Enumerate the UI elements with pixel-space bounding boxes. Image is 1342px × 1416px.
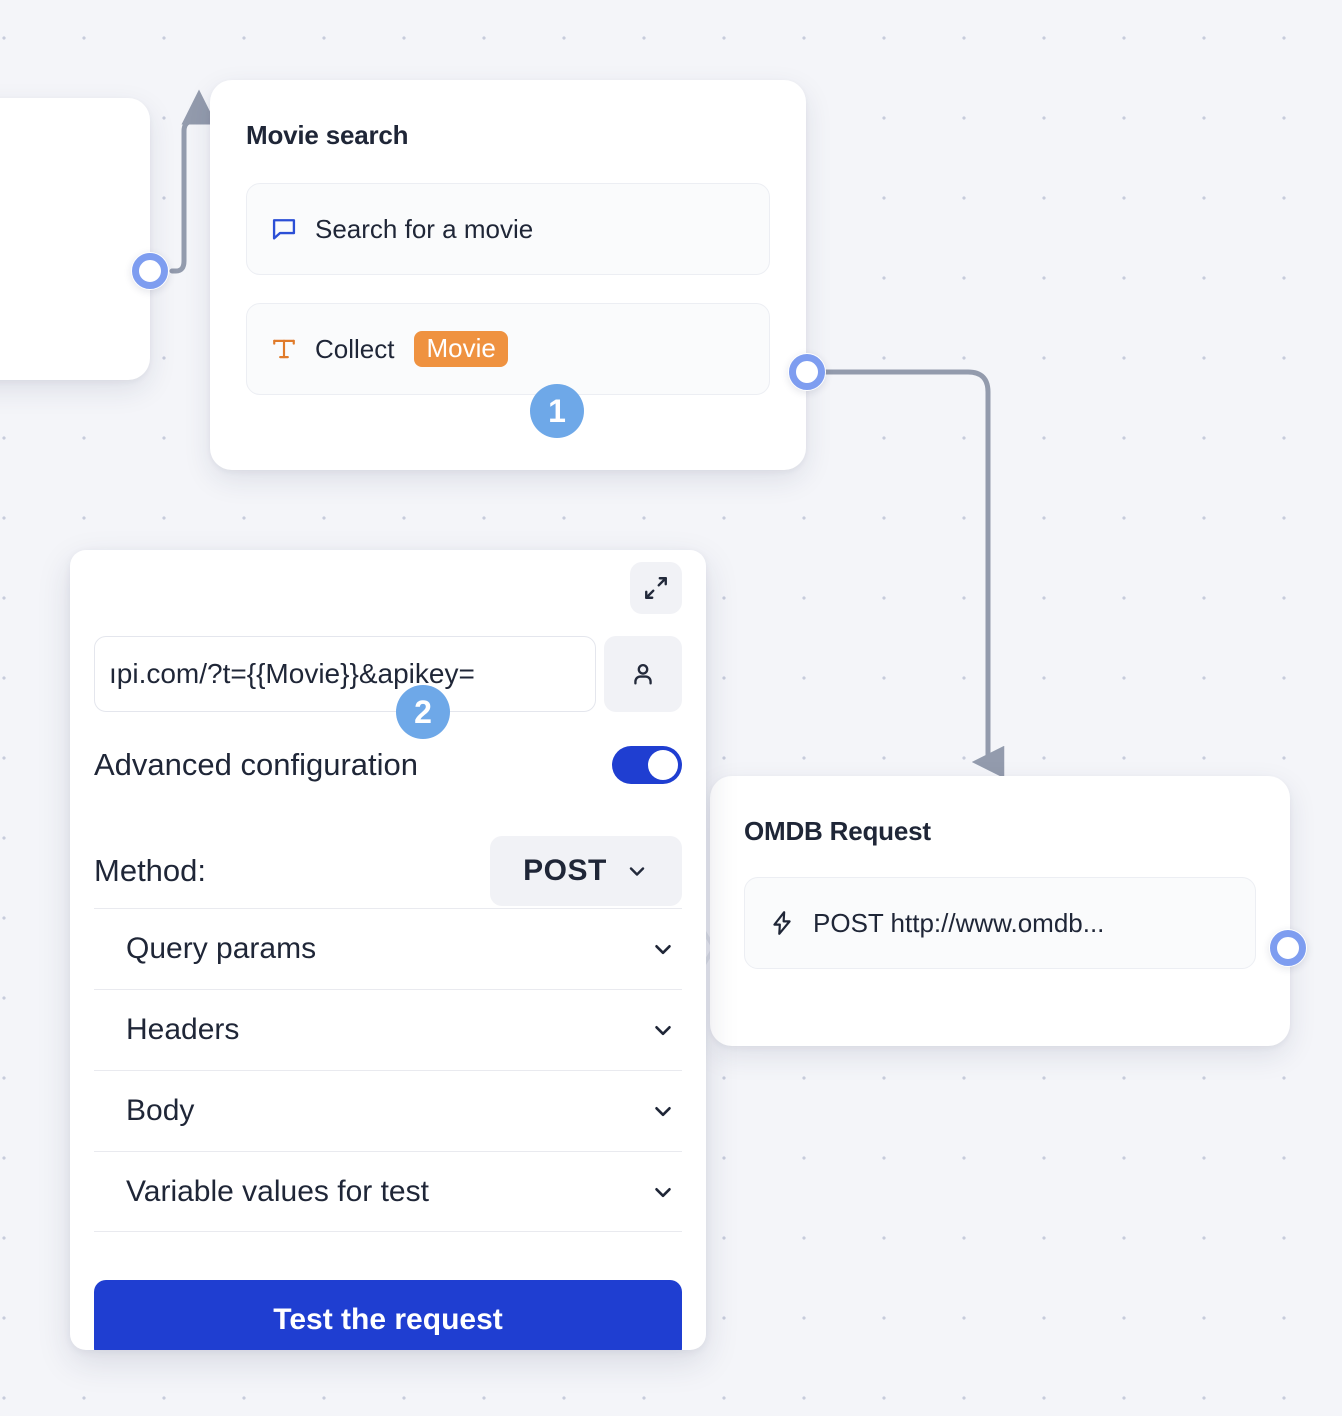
output-handle-movie-search[interactable] <box>788 353 826 391</box>
url-row <box>94 636 682 712</box>
advanced-configuration-row: Advanced configuration <box>94 746 682 784</box>
node-omdb-request-title: OMDB Request <box>744 816 931 846</box>
accordion-label: Headers <box>126 1013 240 1046</box>
accordion-item-headers[interactable]: Headers <box>94 989 682 1070</box>
advanced-configuration-label: Advanced configuration <box>94 747 419 782</box>
step-label: Collect <box>315 333 395 364</box>
accordion-item-body[interactable]: Body <box>94 1070 682 1151</box>
node-movie-search-title: Movie search <box>246 120 409 150</box>
output-handle-omdb-request[interactable] <box>1269 929 1307 967</box>
chevron-down-icon <box>655 944 671 955</box>
method-select[interactable]: POST <box>490 836 682 906</box>
method-value: POST <box>523 854 607 887</box>
step-search-for-a-movie[interactable]: Search for a movie <box>246 183 770 275</box>
request-config-panel[interactable]: Advanced configuration Method: POST Quer… <box>70 550 706 1350</box>
step-label: Search for a movie <box>315 213 534 244</box>
chevron-down-icon <box>629 867 645 876</box>
output-handle-partial-node[interactable] <box>131 252 169 290</box>
chevron-down-icon <box>655 1025 671 1036</box>
accordion-item-query-params[interactable]: Query params <box>94 908 682 989</box>
step-collect-movie[interactable]: Collect Movie <box>246 303 770 395</box>
accordion-label: Body <box>126 1094 195 1127</box>
advanced-configuration-toggle[interactable] <box>612 746 682 784</box>
chevron-down-icon <box>655 1106 671 1117</box>
node-omdb-request[interactable]: OMDB Request POST http://www.omdb... <box>710 776 1290 1046</box>
step-post-omdb-request[interactable]: POST http://www.omdb... <box>744 877 1256 969</box>
lightning-bolt-icon <box>767 908 797 938</box>
text-type-icon <box>269 334 299 364</box>
step-badge-2: 2 <box>396 685 450 739</box>
accordion-label: Variable values for test <box>126 1174 429 1208</box>
node-movie-search[interactable]: Movie search Search for a movie Collect … <box>210 80 806 470</box>
user-icon-button[interactable] <box>604 636 682 712</box>
step-label: POST http://www.omdb... <box>813 907 1105 938</box>
chevron-down-icon <box>655 1187 671 1197</box>
test-the-request-button[interactable]: Test the request <box>94 1280 682 1350</box>
request-sections-accordion: Query params Headers Body Variable value… <box>94 908 682 1232</box>
method-label: Method: <box>94 853 207 888</box>
step-badge-1: 1 <box>530 384 584 438</box>
accordion-item-variable-values-for-test[interactable]: Variable values for test <box>94 1151 682 1232</box>
method-row: Method: POST <box>94 836 682 906</box>
expand-icon-button[interactable] <box>630 562 682 614</box>
accordion-label: Query params <box>126 932 317 965</box>
speech-bubble-icon <box>269 214 299 244</box>
partial-node[interactable] <box>0 98 150 380</box>
variable-chip-movie[interactable]: Movie <box>414 331 508 367</box>
request-url-input[interactable] <box>94 636 596 712</box>
